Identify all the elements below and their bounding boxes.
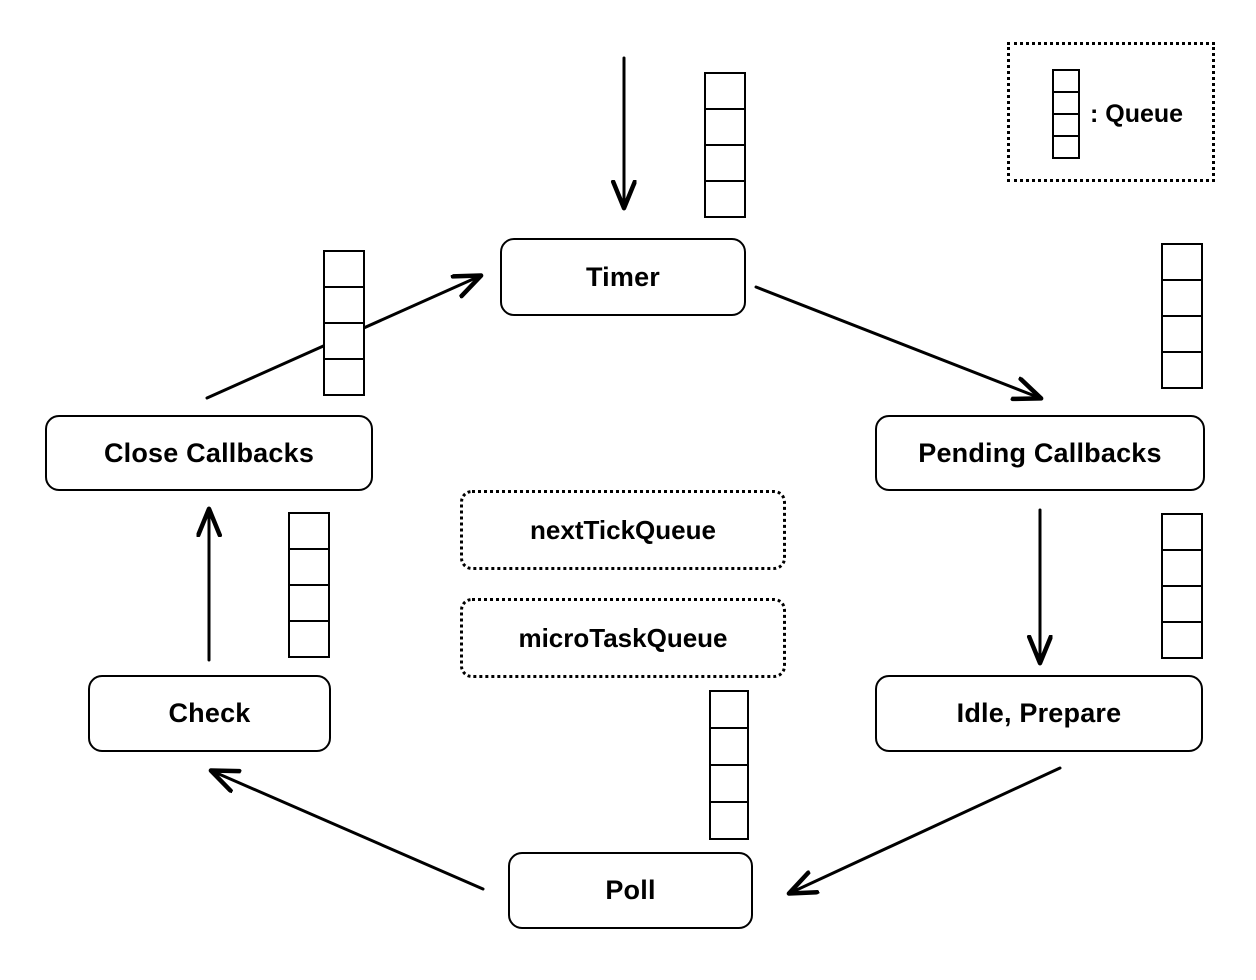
queue-cell xyxy=(288,584,330,622)
queue-cell xyxy=(704,72,746,110)
legend: : Queue xyxy=(1007,42,1215,182)
queue-cell xyxy=(288,620,330,658)
dashed-box-next-tick-queue[interactable]: nextTickQueue xyxy=(460,490,786,570)
queue-cell xyxy=(1161,549,1203,587)
dashed-box-label-micro-task-queue: microTaskQueue xyxy=(518,622,728,653)
queue-cell xyxy=(288,548,330,586)
queue-cell xyxy=(1161,315,1203,353)
queue-cell xyxy=(323,286,365,324)
legend-label: : Queue xyxy=(1090,99,1184,128)
node-label-idle-prepare: Idle, Prepare xyxy=(956,698,1122,728)
node-pending-callbacks[interactable]: Pending Callbacks xyxy=(875,415,1205,491)
node-timer[interactable]: Timer xyxy=(500,238,746,316)
dashed-box-label-next-tick-queue: nextTickQueue xyxy=(530,514,716,545)
queue-cell xyxy=(323,358,365,396)
queue-cell xyxy=(704,144,746,182)
queue-cell xyxy=(704,108,746,146)
queue-cell xyxy=(1161,243,1203,281)
node-close-callbacks[interactable]: Close Callbacks xyxy=(45,415,373,491)
queue-close-callbacks xyxy=(323,250,365,396)
queue-cell xyxy=(1161,621,1203,659)
node-poll[interactable]: Poll xyxy=(508,852,753,929)
queue-cell xyxy=(288,512,330,550)
queue-cell xyxy=(1161,351,1203,389)
node-check[interactable]: Check xyxy=(88,675,331,752)
node-label-poll: Poll xyxy=(605,875,656,905)
arrow-idle-to-poll xyxy=(790,766,1062,893)
node-idle-prepare[interactable]: Idle, Prepare xyxy=(875,675,1203,752)
arrow-timer-to-pending xyxy=(754,285,1040,398)
queue-cell xyxy=(323,322,365,360)
queue-cell xyxy=(1161,585,1203,623)
dashed-box-micro-task-queue[interactable]: microTaskQueue xyxy=(460,598,786,678)
queue-cell xyxy=(704,180,746,218)
queue-cell xyxy=(1161,513,1203,551)
queue-timer xyxy=(704,72,746,218)
queue-poll xyxy=(709,690,749,840)
node-label-check: Check xyxy=(168,698,251,728)
node-label-timer: Timer xyxy=(585,261,661,292)
queue-pending-callbacks xyxy=(1161,243,1203,389)
queue-cell xyxy=(1161,279,1203,317)
queue-cell xyxy=(1052,135,1080,159)
arrow-poll-to-check xyxy=(212,771,485,891)
queue-cell xyxy=(709,801,749,840)
queue-idle-prepare xyxy=(1161,513,1203,659)
queue-cell xyxy=(1052,113,1080,137)
queue-cell xyxy=(1052,69,1080,93)
queue-cell xyxy=(709,727,749,766)
queue-cell xyxy=(323,250,365,288)
legend-content: : Queue xyxy=(1052,69,1183,159)
queue-check xyxy=(288,512,330,658)
queue-cell xyxy=(709,764,749,803)
queue-cell xyxy=(709,690,749,729)
node-label-close-callbacks: Close Callbacks xyxy=(103,437,315,468)
node-label-pending-callbacks: Pending Callbacks xyxy=(918,437,1162,468)
queue-cell xyxy=(1052,91,1080,115)
legend-queue-icon xyxy=(1052,69,1080,159)
